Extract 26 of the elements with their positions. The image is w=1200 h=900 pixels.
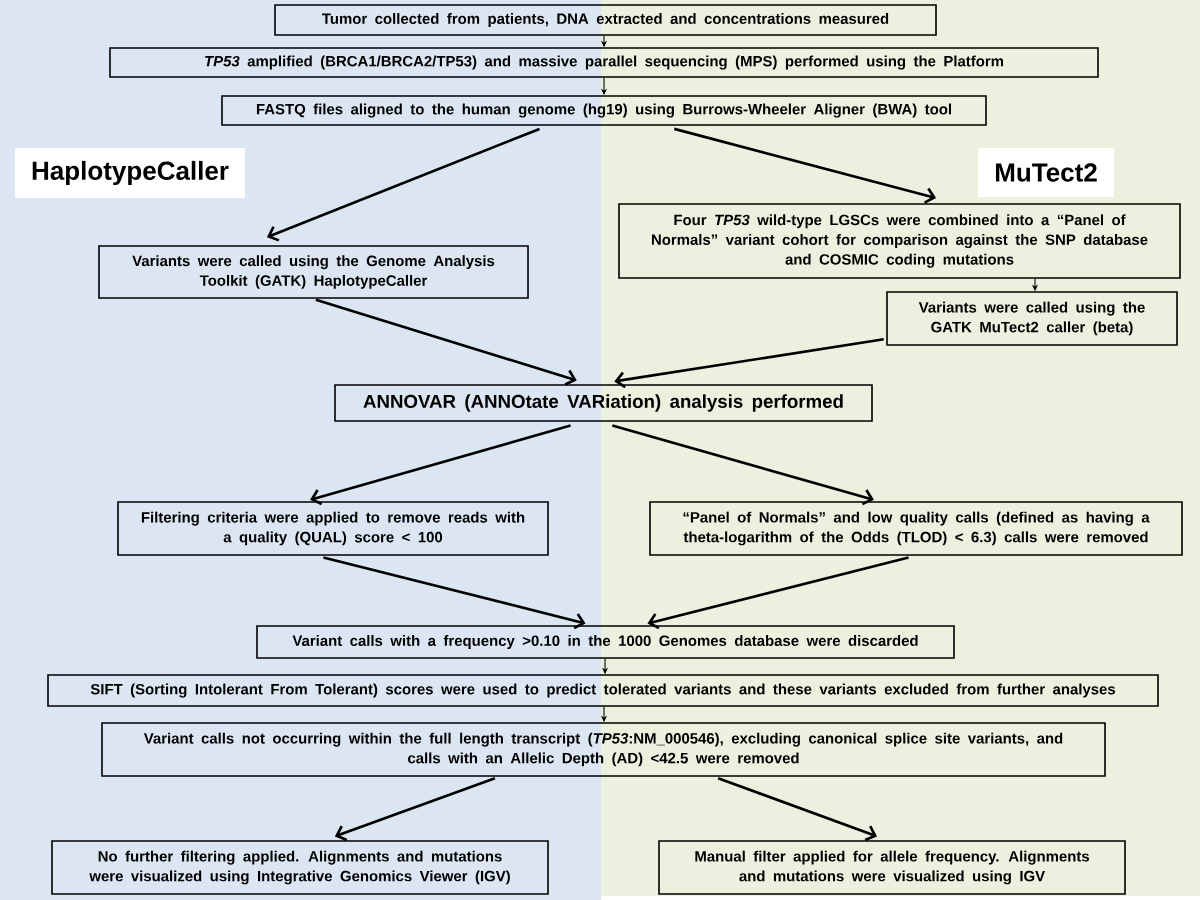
- process-box: Variants were called using the Genome Analysis Toolkit (GATK) HaplotypeCaller: [98, 245, 529, 299]
- arrow: [334, 776, 496, 842]
- heading-box: HaplotypeCaller: [15, 148, 245, 198]
- process-box: Filtering criteria were applied to remove reads with a quality (QUAL) score < 100: [117, 501, 549, 556]
- process-box: Variants were called using the GATK MuTect2 caller (beta): [886, 291, 1178, 346]
- arrow: [647, 556, 909, 630]
- process-box: Variant calls not occurring within the full length transcript (TP53:NM_000546), excluding canonical splice site variants, and calls with an Allelic Depth (AD) <42.5 were removed: [101, 722, 1106, 777]
- process-box: No further filtering applied. Alignments and mutations were visualized using Integrative Genomics Viewer (IGV): [51, 840, 549, 895]
- arrow: [614, 337, 884, 389]
- arrow: [323, 556, 586, 630]
- process-box: Manual filter applied for allele frequency. Alignments and mutations were visualized using IGV: [658, 840, 1126, 895]
- arrow: [611, 424, 874, 506]
- arrow: [315, 298, 577, 386]
- heading-box: MuTect2: [978, 148, 1114, 197]
- arrow: [717, 776, 878, 842]
- process-box: Tumor collected from patients, DNA extracted and concentrations measured: [274, 4, 937, 36]
- arrow: [266, 127, 540, 242]
- process-box: TP53 amplified (BRCA1/BRCA2/TP53) and massive parallel sequencing (MPS) performed using the Platform: [109, 47, 1099, 78]
- arrow: [673, 127, 937, 204]
- process-box: “Panel of Normals” and low quality calls (defined as having a theta-logarithm of the Odds (TLOD) < 6.3) calls were removed: [649, 501, 1183, 556]
- process-box: ANNOVAR (ANNOtate VARiation) analysis performed: [334, 384, 873, 422]
- process-box: FASTQ files aligned to the human genome (hg19) using Burrows-Wheeler Aligner (BWA) tool: [221, 95, 987, 126]
- process-box: Four TP53 wild-type LGSCs were combined into a “Panel of Normals” variant cohort for comparison against the SNP database and COSMIC coding mutations: [618, 203, 1181, 279]
- arrow: [310, 424, 571, 506]
- process-box: Variant calls with a frequency >0.10 in the 1000 Genomes database were discarded: [256, 625, 955, 659]
- process-box: SIFT (Sorting Intolerant From Tolerant) scores were used to predict tolerated variants and these variants excluded from further analyses: [47, 674, 1159, 707]
